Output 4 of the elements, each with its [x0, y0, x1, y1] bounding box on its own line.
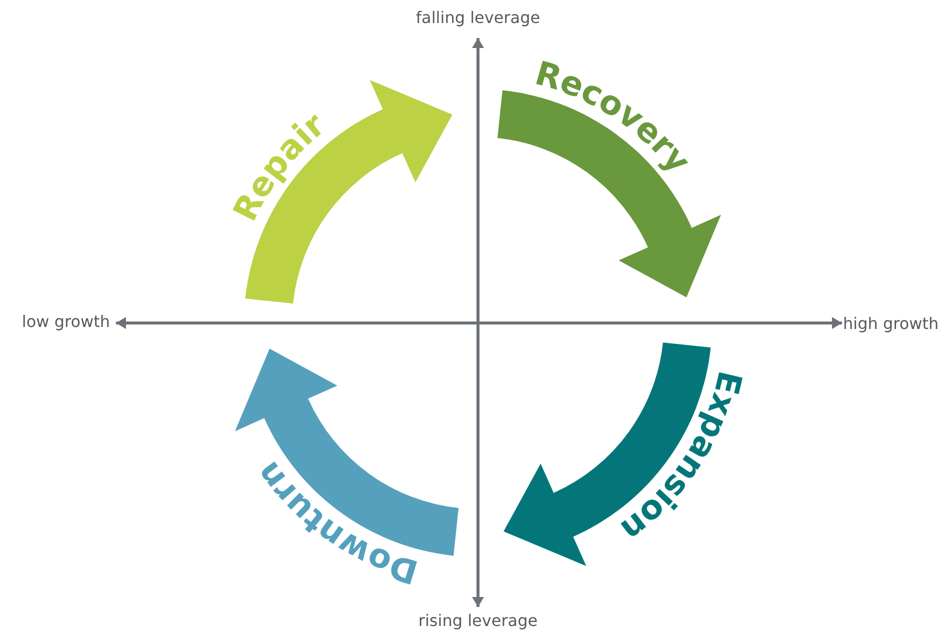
axis-label: high growth	[843, 314, 939, 334]
axis-label: falling leverage	[416, 8, 540, 28]
axis-label: rising leverage	[418, 611, 538, 631]
axis-label: low growth	[22, 312, 110, 332]
